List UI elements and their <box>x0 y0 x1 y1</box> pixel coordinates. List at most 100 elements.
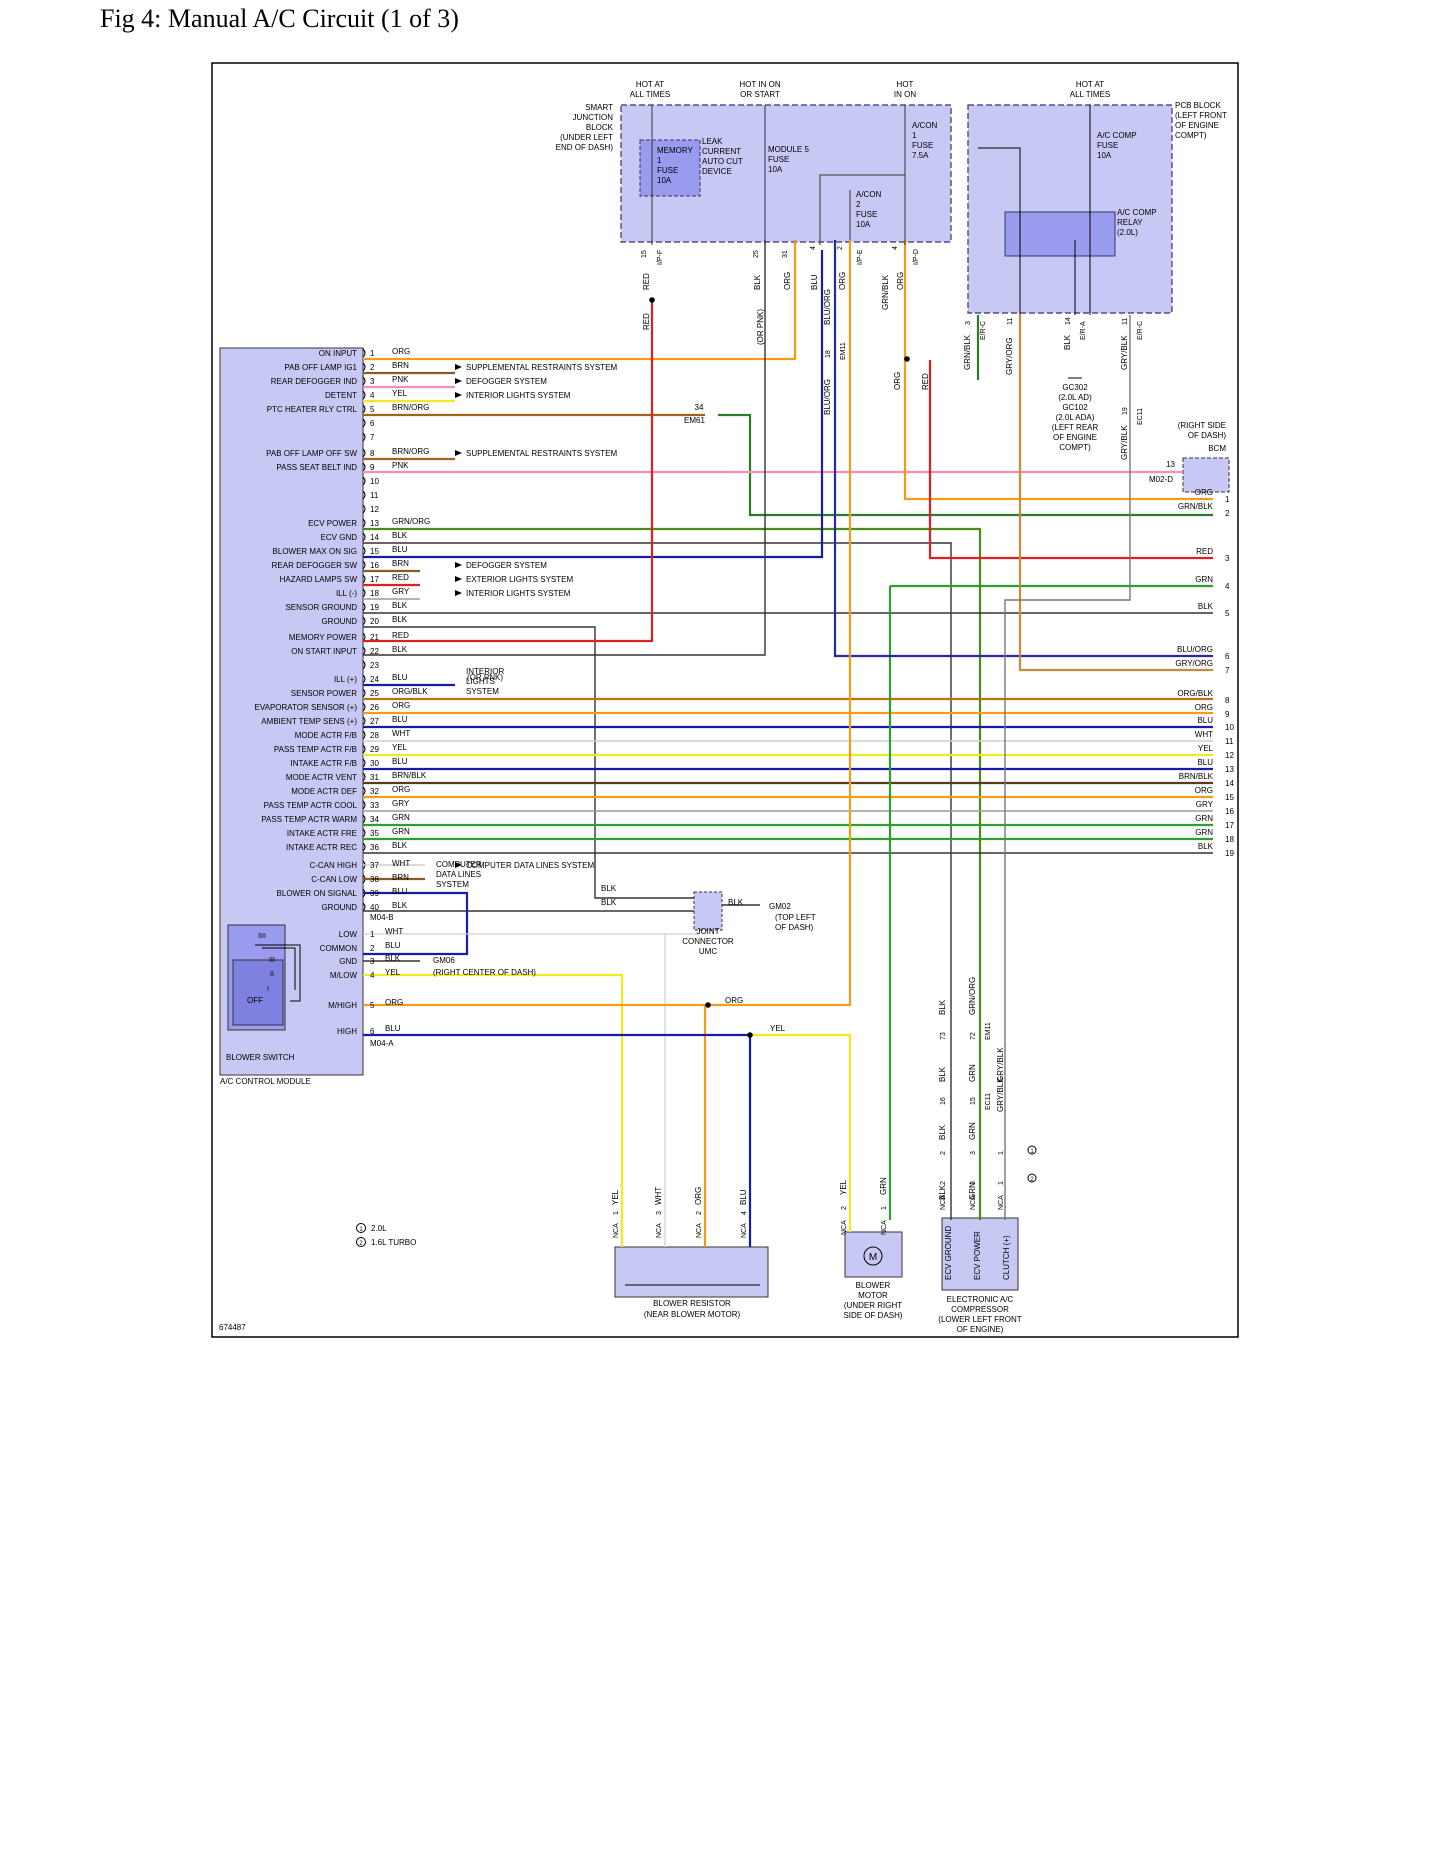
right-wire-number: 12 <box>1225 751 1234 760</box>
pin-number: 20 <box>370 617 379 626</box>
jc-name: UMC <box>699 947 717 956</box>
pcb-line <box>978 147 1021 315</box>
arrow-head <box>455 378 462 384</box>
wire-label: BRN/ORG <box>392 403 429 412</box>
connector-pin-mark <box>362 744 366 754</box>
wire-right6 <box>833 240 1213 658</box>
sjb-name: BLOCK <box>586 123 614 132</box>
wire-label-rot: BLU <box>810 274 819 290</box>
sjb-name: END OF DASH) <box>556 143 614 152</box>
pin-number: 12 <box>370 505 379 514</box>
fuse-label: 10A <box>856 220 871 229</box>
connector-pin-mark <box>362 758 366 768</box>
res-conn: NCA <box>741 1223 748 1238</box>
fuse-label: 10A <box>657 176 672 185</box>
pin-number: 13 <box>370 519 379 528</box>
pin-number: 4 <box>370 391 375 400</box>
connector-pin-mark <box>362 476 366 486</box>
connector-pin-mark <box>362 616 366 626</box>
wire-label: GRN <box>392 813 410 822</box>
arrow-head <box>455 450 462 456</box>
legend-num: 2 <box>359 1241 363 1247</box>
wire-label: WHT <box>392 729 410 738</box>
sjb-bus4 <box>819 174 905 245</box>
pin-label: EVAPORATOR SENSOR (+) <box>255 703 358 712</box>
dest-label: EXTERIOR LIGHTS SYSTEM <box>466 575 573 584</box>
legend-circle <box>356 1237 366 1247</box>
motor-note: (UNDER RIGHT <box>844 1301 902 1310</box>
splice-dot <box>747 1032 753 1038</box>
res-wire: BLU <box>739 1189 748 1205</box>
comp-pin-num: 16 <box>940 1097 947 1105</box>
res-pin: 3 <box>656 1211 663 1215</box>
page-title: Fig 4: Manual A/C Circuit (1 of 3) <box>100 4 459 33</box>
pin-label: AMBIENT TEMP SENS (+) <box>261 717 357 726</box>
res-wire: ORG <box>694 1187 703 1205</box>
connector-pin-mark <box>362 660 366 670</box>
wire-pin5-ext <box>718 413 1213 517</box>
fuse-label: FUSE <box>856 210 877 219</box>
pin-label: PASS TEMP ACTR WARM <box>261 815 357 824</box>
pin-number: 30 <box>370 759 379 768</box>
splice-dot <box>904 356 910 362</box>
connector-label: E/R-C <box>980 321 987 340</box>
pin-number: 34 <box>370 815 379 824</box>
sjb-name: JUNCTION <box>573 113 614 122</box>
motor-note: SIDE OF DASH) <box>843 1311 902 1320</box>
wire-label: BLK <box>392 601 408 610</box>
pin-number: 18 <box>370 589 379 598</box>
right-wire-label: GRY/ORG <box>1175 659 1213 668</box>
pin-label: MEMORY POWER <box>289 633 357 642</box>
wire-label: BLK <box>601 884 617 893</box>
legend-marker-num: 1 <box>1030 1149 1034 1155</box>
pin-number: 29 <box>370 745 379 754</box>
bs-wire-label: YEL <box>385 968 401 977</box>
pin-number: 24 <box>370 675 379 684</box>
bs-pos: II <box>270 971 274 978</box>
right-wire-label: GRN <box>1195 575 1213 584</box>
pin-label: DETENT <box>325 391 357 400</box>
pin-label: MODE ACTR VENT <box>286 773 357 782</box>
comp-wire-label: GRN/ORG <box>968 977 977 1015</box>
pin-number: 2 <box>837 246 844 250</box>
right-wire-number: 6 <box>1225 652 1230 661</box>
wire-label: RED <box>392 573 409 582</box>
comp-name: ELECTRONIC A/C <box>947 1295 1014 1304</box>
jc-name: JOINT <box>696 927 719 936</box>
right-wire-number: 13 <box>1225 765 1234 774</box>
right-wire-number: 7 <box>1225 666 1230 675</box>
pin-label: ECV POWER <box>308 519 357 528</box>
motor-name: BLOWER <box>856 1281 891 1290</box>
pin-number: 4 <box>810 246 817 250</box>
bs-pin-label: COMMON <box>320 944 358 953</box>
wire-label: BLK <box>392 615 408 624</box>
pin-label: ECV GND <box>321 533 358 542</box>
comp-conn: EM11 <box>985 1022 992 1040</box>
diagram-label: HOT <box>897 80 914 89</box>
switch-line <box>262 947 296 990</box>
wire-motor-yel <box>750 1033 852 1232</box>
right-wire-number: 5 <box>1225 609 1230 618</box>
connector-pin-mark <box>362 674 366 684</box>
pin-label: PASS TEMP ACTR COOL <box>264 801 358 810</box>
wire-label-rot: GRY/BLK <box>1120 335 1129 370</box>
dest-label: SUPPLEMENTAL RESTRAINTS SYSTEM <box>466 363 617 372</box>
bcm-panel <box>1182 457 1230 493</box>
wire-label: GRY <box>392 799 410 808</box>
right-wire-number: 15 <box>1225 793 1234 802</box>
dest-label: SYSTEM <box>436 880 469 889</box>
motor-pin: 2 <box>841 1206 848 1210</box>
bs-pin-number: 2 <box>370 944 375 953</box>
bs-pin-label: M/HIGH <box>328 1001 357 1010</box>
wire-label-rot: BLK <box>1063 334 1072 350</box>
relay-box <box>1004 211 1116 257</box>
pin-label: GROUND <box>321 903 357 912</box>
pin-label: ILL (-) <box>336 589 357 598</box>
pin-number: 14 <box>1065 317 1072 325</box>
right-wire-number: 9 <box>1225 710 1230 719</box>
pin-label: PAB OFF LAMP IG1 <box>284 363 357 372</box>
fuse-label: 1 <box>657 156 662 165</box>
comp-pin-num: 1 <box>998 1151 1005 1155</box>
connector-pin-mark <box>362 688 366 698</box>
comp-wire-label: BLK <box>938 1124 947 1140</box>
